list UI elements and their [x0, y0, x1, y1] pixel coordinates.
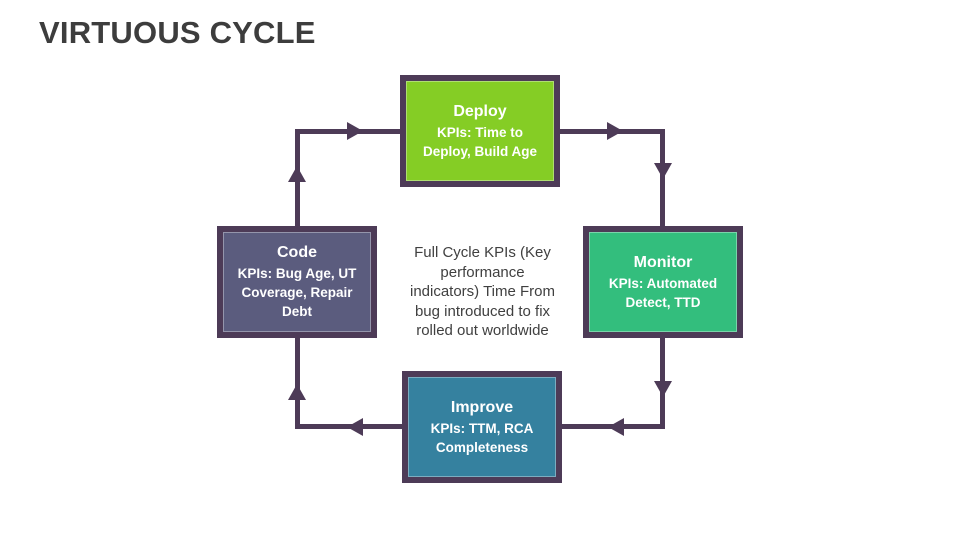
node-code-kpis: KPIs: Bug Age, UT Coverage, Repair Debt	[237, 266, 357, 319]
arrowhead-left-icon	[347, 418, 363, 436]
node-code-label: Code	[277, 244, 317, 261]
node-improve-kpis: KPIs: TTM, RCA Completeness	[430, 420, 534, 455]
node-deploy-label: Deploy	[453, 102, 507, 120]
center-note: Full Cycle KPIs (Key performance indicat…	[409, 244, 556, 339]
node-deploy: Deploy KPIs: Time to Deploy, Build Age	[400, 75, 560, 187]
node-improve: Improve KPIs: TTM, RCA Completeness	[402, 371, 562, 483]
page-title: VIRTUOUS CYCLE	[39, 15, 316, 50]
connector-improve-to-code-vertical	[295, 338, 300, 429]
node-improve-label: Improve	[450, 398, 514, 416]
node-deploy-kpis: KPIs: Time to Deploy, Build Age	[422, 124, 537, 159]
arrowhead-up-icon	[288, 384, 306, 400]
arrowhead-down-icon	[654, 381, 672, 397]
arrowhead-right-icon	[607, 122, 623, 140]
arrowhead-right-icon	[347, 122, 363, 140]
node-code: Code KPIs: Bug Age, UT Coverage, Repair …	[217, 226, 377, 338]
arrowhead-down-icon	[654, 163, 672, 179]
node-monitor-label: Monitor	[633, 253, 693, 271]
arrowhead-up-icon	[288, 166, 306, 182]
arrowhead-left-icon	[608, 418, 624, 436]
node-monitor: Monitor KPIs: Automated Detect, TTD	[583, 226, 743, 338]
node-monitor-kpis: KPIs: Automated Detect, TTD	[608, 275, 718, 310]
